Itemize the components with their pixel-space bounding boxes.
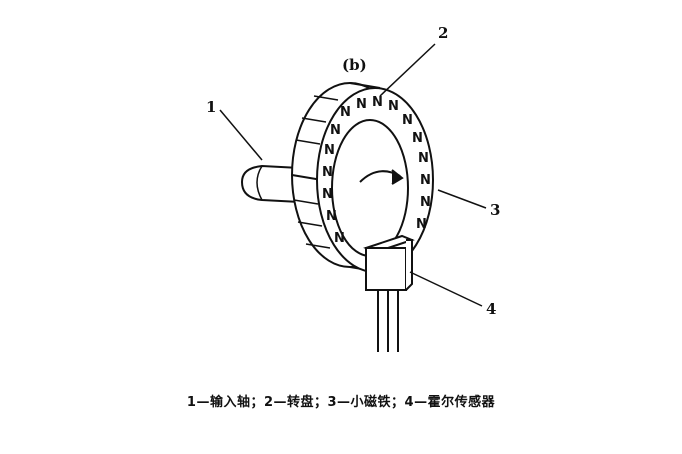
- magnet-label: N: [416, 217, 427, 232]
- magnet-label: N: [330, 123, 341, 138]
- figure-caption: 1—输入轴；2—转盘；3—小磁铁；4—霍尔传感器: [186, 395, 496, 410]
- callout-1: 1: [206, 98, 216, 116]
- magnet-label: N: [372, 95, 383, 110]
- magnet-label: N: [326, 209, 337, 224]
- callout-2: 2: [438, 24, 448, 42]
- input-shaft: [240, 164, 301, 203]
- magnet-label: N: [420, 195, 431, 210]
- magnet-label: N: [322, 187, 333, 202]
- magnet-label: N: [334, 231, 345, 246]
- callout-3: 3: [490, 201, 500, 219]
- magnet-label: N: [420, 173, 431, 188]
- magnet-ring: N N N N N N N N N N N N N N N N: [322, 95, 431, 246]
- rotation-arrow-icon: [359, 169, 404, 185]
- magnet-label: N: [402, 113, 413, 128]
- magnet-label: N: [324, 143, 335, 158]
- magnet-label: N: [356, 97, 367, 112]
- magnet-label: N: [340, 105, 351, 120]
- magnet-label: N: [412, 131, 423, 146]
- magnet-label: N: [388, 99, 399, 114]
- sub-label: (b): [342, 56, 367, 74]
- hall-sensor: [363, 234, 415, 352]
- magnet-label: N: [418, 151, 429, 166]
- callout-lines: [219, 43, 487, 307]
- magnet-label: N: [322, 165, 333, 180]
- callout-4: 4: [486, 300, 496, 318]
